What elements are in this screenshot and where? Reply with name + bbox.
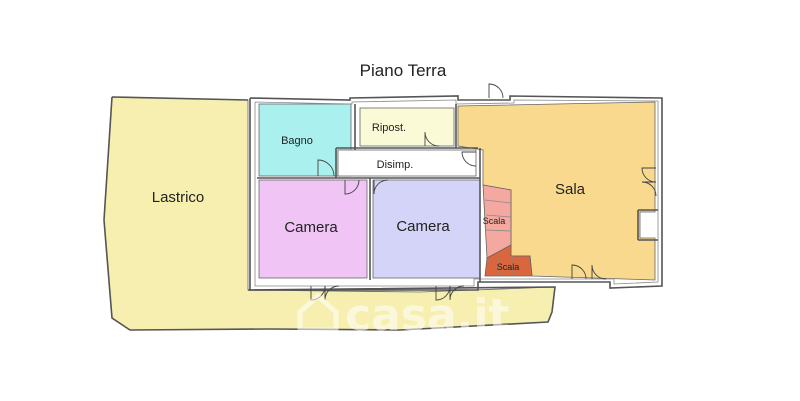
room-ripost — [359, 107, 455, 147]
label-camera-2: Camera — [396, 218, 450, 235]
label-disimp: Disimp. — [377, 159, 414, 171]
label-scala-2: Scala — [497, 262, 520, 272]
watermark: casa.it — [297, 290, 509, 341]
exterior-wall — [249, 95, 663, 291]
stair-2 — [484, 244, 533, 277]
house-logo-icon — [297, 292, 339, 333]
label-bagno: Bagno — [281, 135, 313, 147]
interior-walls — [257, 104, 658, 282]
label-scala-1: Scala — [483, 216, 506, 226]
label-ripost: Ripost. — [372, 122, 406, 134]
doors — [310, 83, 657, 301]
label-lastrico: Lastrico — [152, 189, 205, 206]
stair-steps — [484, 199, 513, 276]
watermark-text: casa.it — [345, 290, 509, 341]
label-camera-1: Camera — [284, 219, 338, 236]
label-sala: Sala — [555, 181, 586, 198]
exterior-wall-inner — [254, 99, 659, 287]
room-camera-1 — [258, 179, 368, 279]
room-disimp — [337, 149, 477, 177]
plan-title: Piano Terra — [360, 61, 447, 80]
